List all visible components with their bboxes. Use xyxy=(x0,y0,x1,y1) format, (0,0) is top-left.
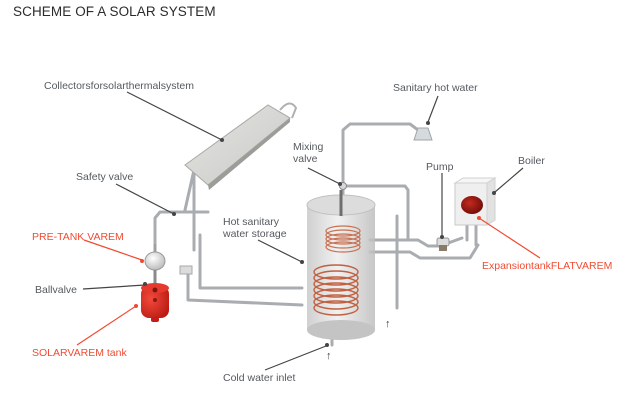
boiler-return-pipe xyxy=(368,243,480,260)
label-solarvarem-tank: SOLARVAREM tank xyxy=(32,347,127,359)
safety-valve-pipe xyxy=(153,210,210,254)
label-sanitary-hot-water: Sanitary hot water xyxy=(393,82,478,94)
label-ball-valve: Ballvalve xyxy=(35,284,78,296)
label-mixing-valve-line1: Mixing xyxy=(293,141,324,153)
collector-supply-pipe xyxy=(198,233,304,290)
expansion-tank-flatvarem xyxy=(461,196,483,214)
label-hot-storage-line2: water storage xyxy=(223,228,287,240)
label-expansion-tank-flatvarem: ExpansiontankFLATVAREM xyxy=(482,260,613,272)
label-collectors: Collectorsforsolarthermalsystem xyxy=(44,80,194,92)
mixing-valve-pipe xyxy=(341,184,410,240)
solarvarem-tank xyxy=(141,283,169,322)
pre-tank-varem xyxy=(144,244,166,285)
solar-collector-panel xyxy=(184,102,298,190)
leader-pre-tank xyxy=(83,239,143,261)
pump xyxy=(436,237,450,251)
label-mixing-valve-line2: valve xyxy=(293,153,318,165)
leader-mixing-valve xyxy=(307,167,341,185)
upper-heat-exchanger-coil xyxy=(325,225,361,253)
diagram-title: SCHEME OF A SOLAR SYSTEM xyxy=(13,4,216,19)
collector-valve xyxy=(179,265,193,275)
label-hot-storage-line1: Hot sanitary xyxy=(223,216,280,228)
leader-cold-water-inlet xyxy=(264,345,327,371)
shower-head xyxy=(413,127,433,141)
leader-sanitary-hot-water xyxy=(427,95,439,123)
boiler xyxy=(453,177,497,226)
leader-expansion-tank xyxy=(478,217,541,259)
leader-solarvarem xyxy=(76,305,137,346)
label-boiler: Boiler xyxy=(518,155,545,167)
hot-water-storage-tank xyxy=(306,190,376,340)
lower-heat-exchanger-coil xyxy=(313,264,359,316)
leader-lines xyxy=(76,91,541,371)
collector-lower-pipe xyxy=(186,268,304,307)
label-pump: Pump xyxy=(426,161,454,173)
cold-pipe-arrow-icon: ↑ xyxy=(385,318,391,330)
collector-return-pipe xyxy=(183,168,196,252)
leader-hot-storage xyxy=(257,239,303,263)
leader-boiler xyxy=(494,167,524,193)
leader-safety-valve xyxy=(115,183,175,215)
hot-water-riser-pipe xyxy=(341,122,420,217)
pipes xyxy=(153,122,480,347)
leader-collectors xyxy=(126,91,223,141)
label-safety-valve: Safety valve xyxy=(76,171,134,183)
label-pre-tank-varem: PRE-TANK VAREM xyxy=(32,231,124,243)
leader-ball-valve xyxy=(82,284,146,290)
cold-inlet-arrow-icon: ↑ xyxy=(326,350,332,362)
label-cold-water-inlet: Cold water inlet xyxy=(223,372,296,384)
